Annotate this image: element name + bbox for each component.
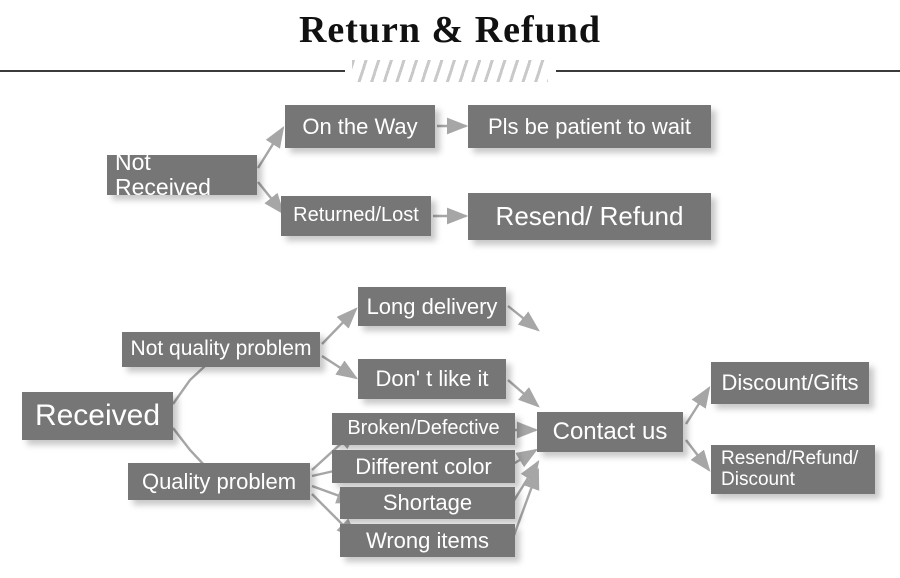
node-dont-like-it[interactable]: Don' t like it [358,359,506,399]
node-discount-gifts[interactable]: Discount/Gifts [711,362,869,404]
page-header: Return & Refund [0,0,900,90]
node-resend-refund-discount[interactable]: Resend/Refund/ Discount [711,445,875,494]
node-resend-refund[interactable]: Resend/ Refund [468,193,711,240]
divider-line-left [0,70,345,72]
node-not-quality-problem[interactable]: Not quality problem [122,332,320,367]
node-received[interactable]: Received [22,392,173,440]
page-title: Return & Refund [298,9,602,51]
node-quality-problem[interactable]: Quality problem [128,463,310,500]
node-pls-be-patient-to-wait[interactable]: Pls be patient to wait [468,105,711,148]
node-different-color[interactable]: Different color [332,450,515,483]
node-not-received[interactable]: Not Received [107,150,257,199]
node-shortage[interactable]: Shortage [340,487,515,519]
divider-line-right [556,70,900,72]
node-long-delivery[interactable]: Long delivery [358,287,506,326]
node-contact-us[interactable]: Contact us [537,412,683,452]
node-on-the-way[interactable]: On the Way [285,105,435,148]
node-wrong-items[interactable]: Wrong items [340,524,515,557]
hatch-divider-icon [352,60,548,82]
node-returned-lost[interactable]: Returned/Lost [281,196,431,236]
node-broken-defective[interactable]: Broken/Defective [332,413,515,445]
